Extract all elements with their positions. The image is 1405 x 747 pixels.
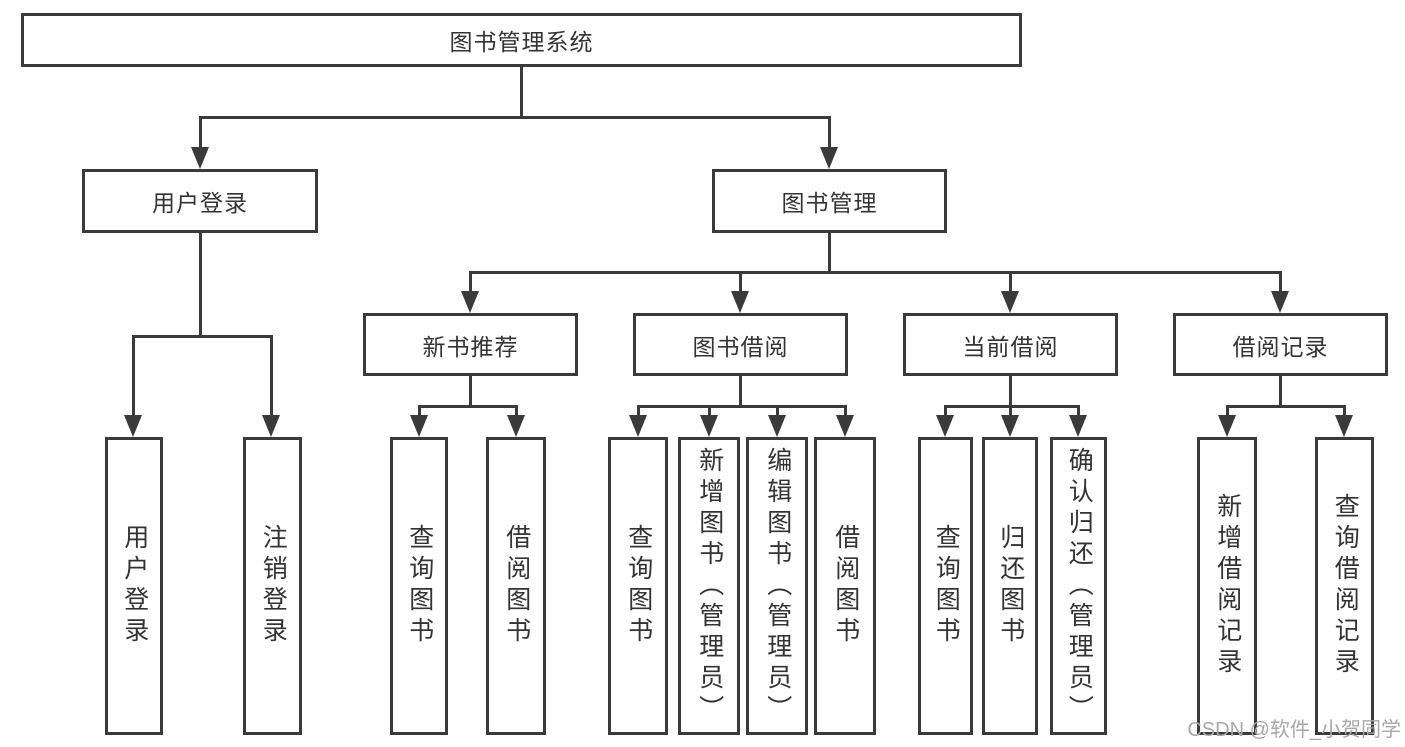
connector-line (469, 271, 1282, 274)
arrow-down-icon (700, 415, 718, 437)
leaf-query-books-recommend: 查询图书 (390, 437, 448, 735)
connector-line (469, 272, 472, 293)
connector-line (776, 406, 779, 417)
arrow-down-icon (262, 415, 280, 437)
arrow-down-icon (1001, 415, 1019, 437)
leaf-add-borrow-record: 新增借阅记录 (1197, 437, 1257, 735)
arrow-down-icon (124, 415, 142, 437)
connector-line (1009, 376, 1012, 407)
connector-line (199, 233, 202, 337)
arrow-down-icon (1271, 291, 1289, 313)
leaf-borrow-books-recommend: 借阅图书 (486, 437, 546, 735)
connector-line (1343, 406, 1346, 417)
connector-line (1009, 406, 1012, 417)
node-user-login: 用户登录 (82, 169, 318, 233)
node-label: 查询借阅记录 (1331, 493, 1360, 679)
leaf-return-books: 归还图书 (982, 437, 1038, 735)
leaf-add-book-admin: 新增图书（管理员） (678, 437, 740, 735)
node-label: 查询图书 (405, 524, 434, 648)
arrow-down-icon (507, 415, 525, 437)
arrow-down-icon (836, 415, 854, 437)
connector-line (1009, 272, 1012, 293)
arrow-down-icon (1069, 415, 1087, 437)
connector-line (844, 406, 847, 417)
connector-line (520, 67, 523, 118)
node-label: 编辑图书（管理员） (763, 446, 792, 726)
leaf-query-books-current: 查询图书 (918, 437, 973, 735)
leaf-logout: 注销登录 (243, 437, 302, 735)
connector-line (944, 405, 1080, 408)
leaf-user-login: 用户登录 (105, 437, 163, 735)
leaf-edit-book-admin: 编辑图书（管理员） (746, 437, 808, 735)
arrow-down-icon (1001, 291, 1019, 313)
connector-line (828, 233, 831, 273)
node-label: 归还图书 (996, 524, 1025, 648)
connector-line (1077, 406, 1080, 417)
connector-line (199, 116, 831, 119)
node-label: 新书推荐 (422, 333, 519, 360)
node-label: 新增借阅记录 (1213, 493, 1242, 679)
node-label: 注销登录 (259, 524, 288, 648)
arrow-down-icon (936, 415, 954, 437)
arrow-down-icon (768, 415, 786, 437)
node-new-book-recommend: 新书推荐 (363, 313, 578, 376)
node-label: 图书管理系统 (449, 29, 594, 55)
connector-line (1226, 405, 1346, 408)
node-label: 用户登录 (152, 190, 248, 216)
node-label: 当前借阅 (962, 333, 1059, 360)
connector-line (637, 406, 640, 417)
node-label: 新增图书（管理员） (695, 446, 724, 726)
node-current-borrowing: 当前借阅 (903, 313, 1118, 376)
connector-line (708, 406, 711, 417)
connector-line (1279, 272, 1282, 293)
connector-line (637, 405, 847, 408)
connector-line (132, 335, 273, 338)
arrow-down-icon (461, 291, 479, 313)
node-label: 确认归还（管理员） (1065, 446, 1094, 726)
node-borrowing-records: 借阅记录 (1173, 313, 1388, 376)
arrow-down-icon (191, 147, 209, 169)
connector-line (418, 406, 421, 417)
connector-line (739, 272, 742, 293)
arrow-down-icon (629, 415, 647, 437)
node-label: 图书借阅 (692, 333, 789, 360)
arrow-down-icon (410, 415, 428, 437)
connector-line (270, 336, 273, 417)
leaf-borrow-books-borrowing: 借阅图书 (814, 437, 876, 735)
connector-line (515, 406, 518, 417)
leaf-query-borrow-record: 查询借阅记录 (1315, 437, 1374, 735)
node-label: 查询图书 (624, 524, 653, 648)
node-label: 图书管理 (781, 190, 878, 216)
node-label: 用户登录 (120, 524, 149, 648)
node-library-management-system: 图书管理系统 (21, 13, 1022, 67)
connector-line (1226, 406, 1229, 417)
csdn-watermark: CSDN @软件_小贺同学 (1187, 719, 1401, 741)
connector-line (1279, 376, 1282, 407)
arrow-down-icon (1218, 415, 1236, 437)
node-label: 借阅图书 (831, 524, 860, 648)
node-book-management: 图书管理 (712, 169, 947, 233)
connector-line (418, 405, 518, 408)
leaf-confirm-return-admin: 确认归还（管理员） (1050, 437, 1107, 735)
node-label: 借阅记录 (1232, 333, 1329, 360)
leaf-query-books-borrowing: 查询图书 (608, 437, 668, 735)
connector-line (199, 117, 202, 149)
arrow-down-icon (731, 291, 749, 313)
node-label: 借阅图书 (502, 524, 531, 648)
arrow-down-icon (820, 147, 838, 169)
connector-line (739, 376, 742, 407)
arrow-down-icon (1335, 415, 1353, 437)
connector-line (944, 406, 947, 417)
node-label: 查询图书 (932, 524, 961, 648)
connector-line (828, 117, 831, 149)
node-book-borrowing: 图书借阅 (633, 313, 848, 376)
connector-line (132, 336, 135, 417)
connector-line (469, 376, 472, 407)
